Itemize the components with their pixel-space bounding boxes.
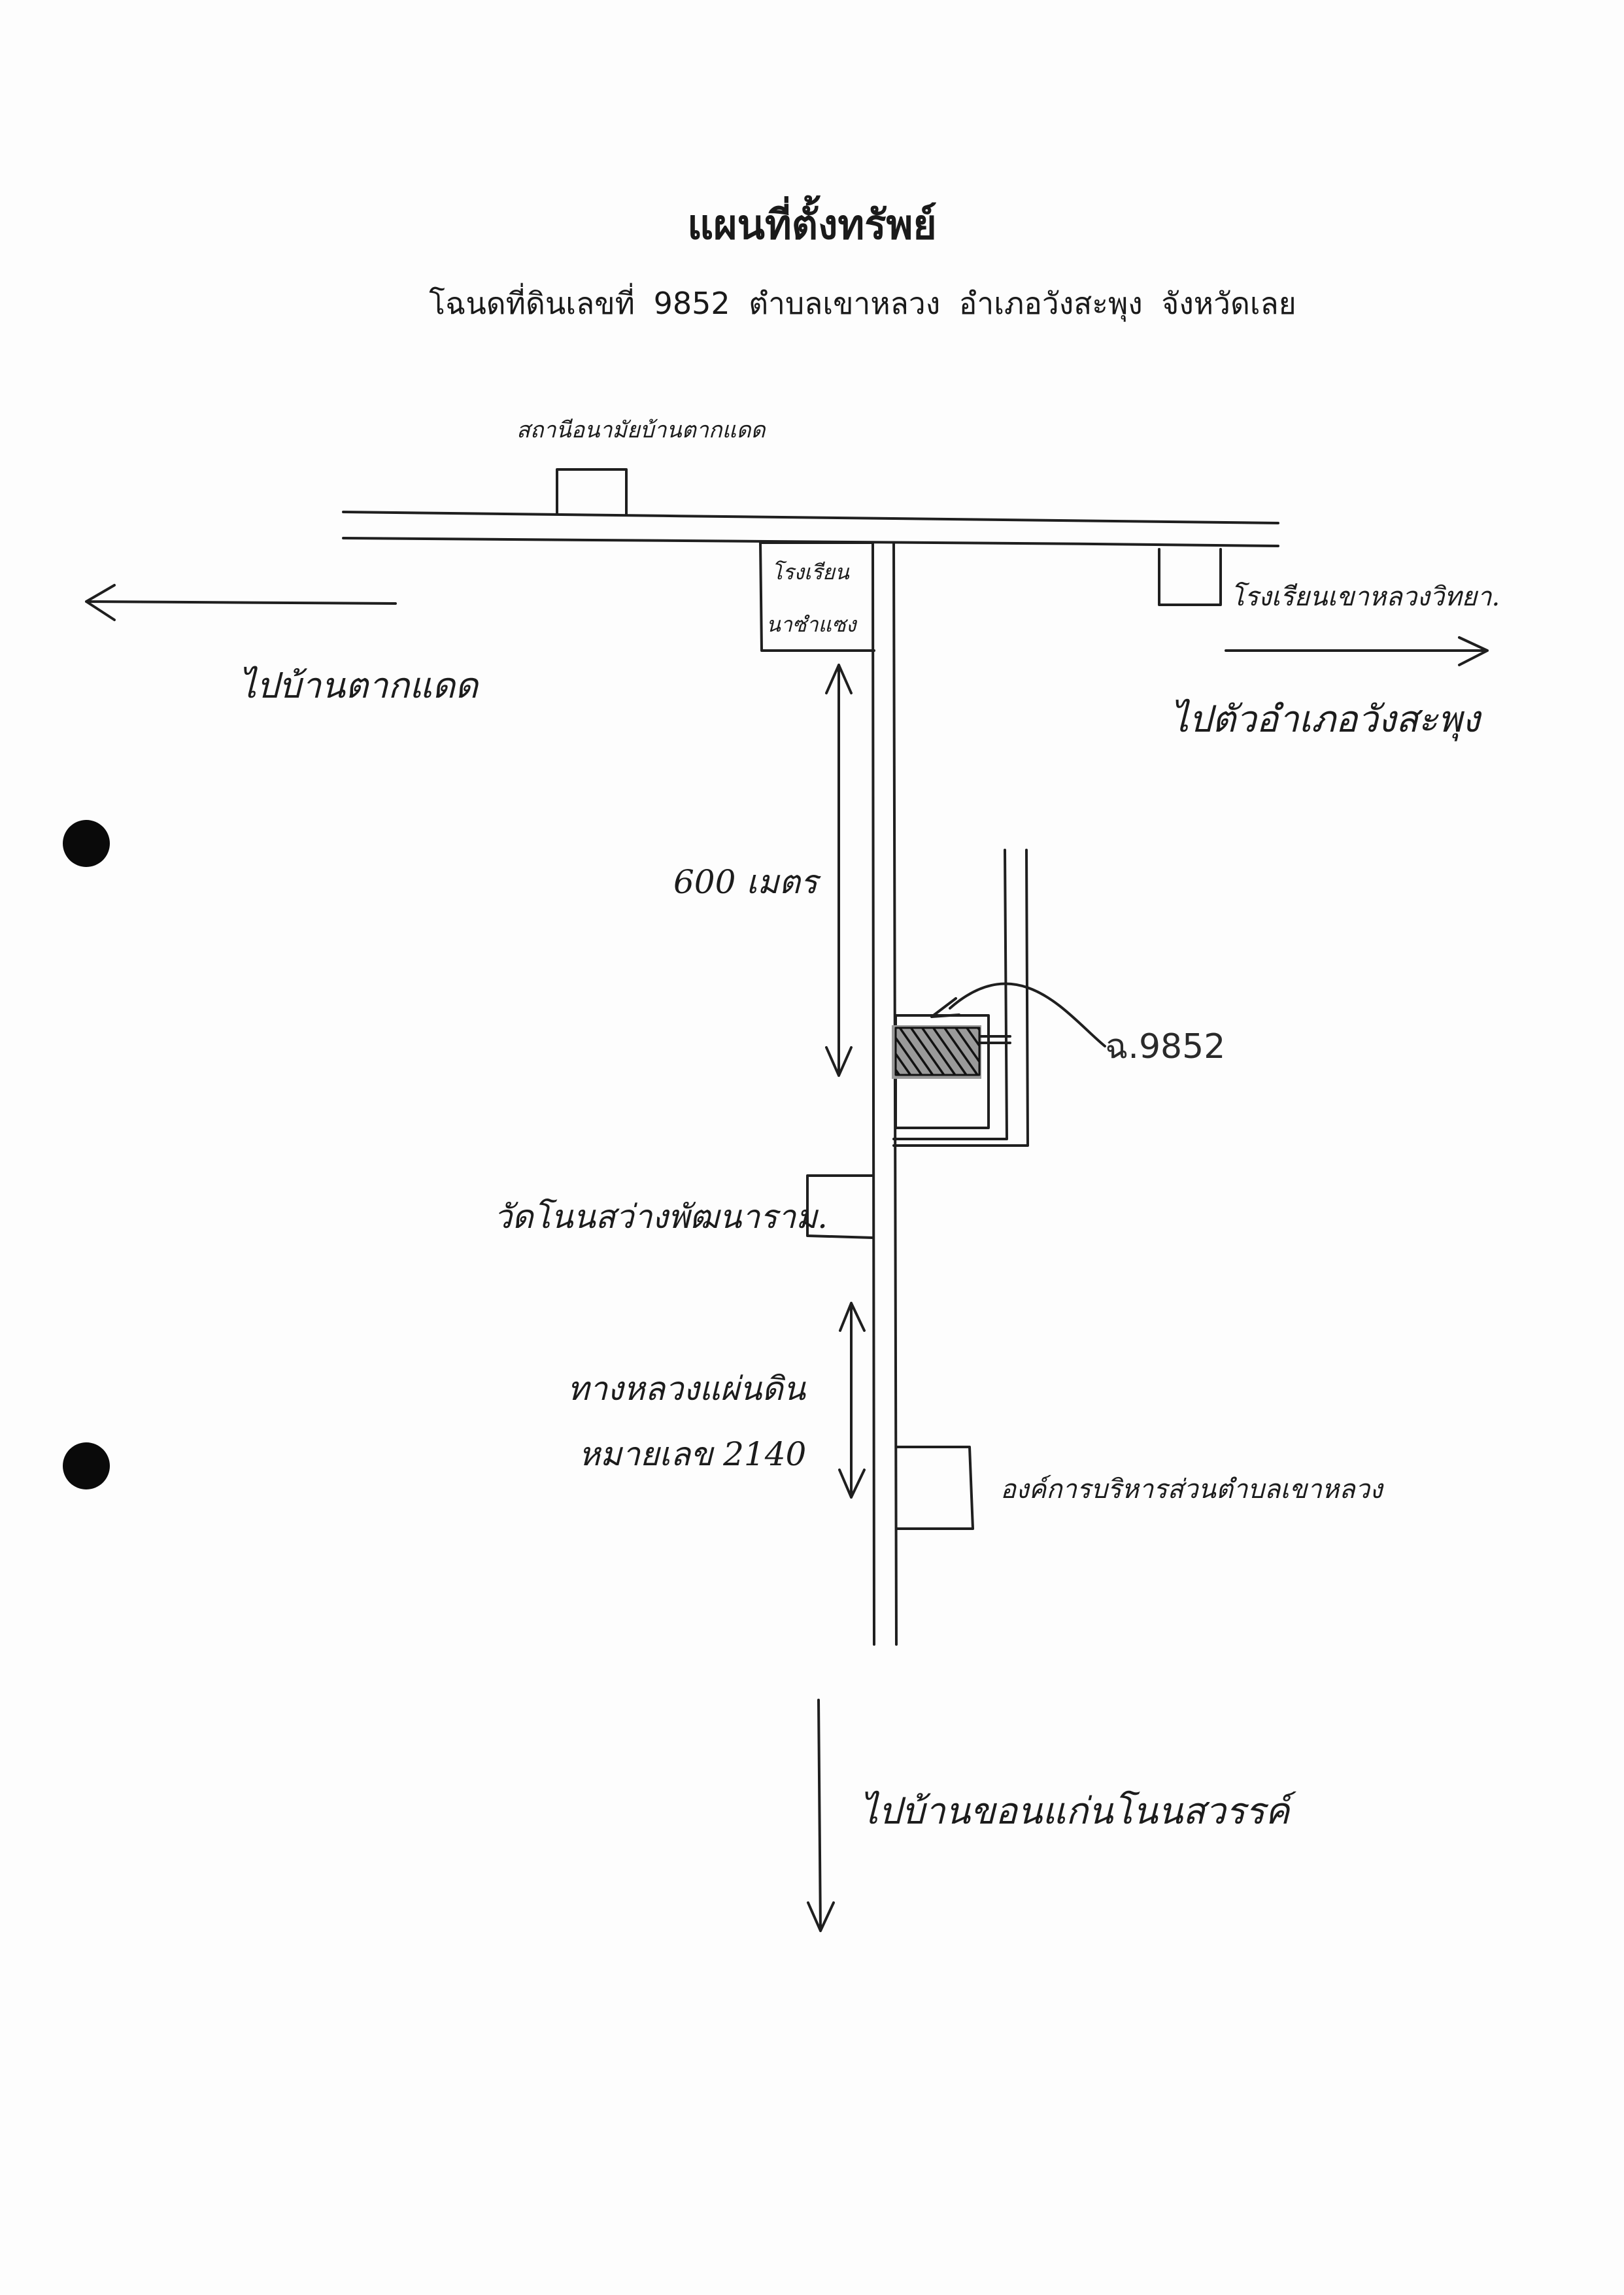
distance-label: 600 เมตร xyxy=(673,863,818,901)
highway-label-line1: ทางหลวงแผ่นดิน xyxy=(567,1370,805,1408)
punch-hole-bottom xyxy=(63,1442,110,1489)
north-south-highway xyxy=(871,541,898,1646)
parcel-pointer-arrow xyxy=(930,982,1106,1047)
parcel-hatch xyxy=(894,1027,981,1076)
parcel-access-line xyxy=(979,1035,1011,1044)
side-lane xyxy=(892,849,1029,1147)
health-station-label: สถานีอนามัยบ้านตากแดด xyxy=(516,417,766,443)
temple-building xyxy=(806,1174,874,1239)
page-title: แผนที่ตั้งทรัพย์ xyxy=(687,201,937,248)
to-east-label: ไปตัวอำเภอวังสะพุง xyxy=(1170,698,1480,741)
school-right-label: โรงเรียนเขาหลวงวิทยา. xyxy=(1230,582,1500,612)
to-west-label: ไปบ้านตากแดด xyxy=(239,665,478,706)
school-left-building xyxy=(759,541,875,652)
south-arrow xyxy=(807,1699,835,1932)
east-arrow xyxy=(1225,636,1489,666)
highway-label-line2: หมายเลข 2140 xyxy=(579,1435,807,1473)
punch-hole-top xyxy=(63,820,110,867)
highway-arrow xyxy=(838,1302,866,1499)
school-left-label-line1: โรงเรียน xyxy=(771,560,849,585)
distance-arrow xyxy=(825,664,853,1077)
sao-office-label: องค์การบริหารส่วนตำบลเขาหลวง xyxy=(1000,1474,1383,1504)
to-south-label: ไปบ้านขอนแก่นโนนสวรรค์ xyxy=(860,1790,1290,1833)
parcel-label: ฉ.9852 xyxy=(1105,1027,1226,1066)
health-station-building xyxy=(556,468,628,516)
sao-office-building xyxy=(895,1446,974,1530)
deed-subtitle: โฉนดที่ดินเลขที่ 9852 ตำบลเขาหลวง อำเภอว… xyxy=(429,286,1296,321)
temple-label: วัดโนนสว่างพัฒนาราม. xyxy=(494,1198,828,1236)
school-left-label-line2: นาซำแซง xyxy=(766,612,856,637)
east-west-road xyxy=(342,511,1279,547)
school-right-building xyxy=(1158,548,1222,606)
west-arrow xyxy=(85,584,397,621)
